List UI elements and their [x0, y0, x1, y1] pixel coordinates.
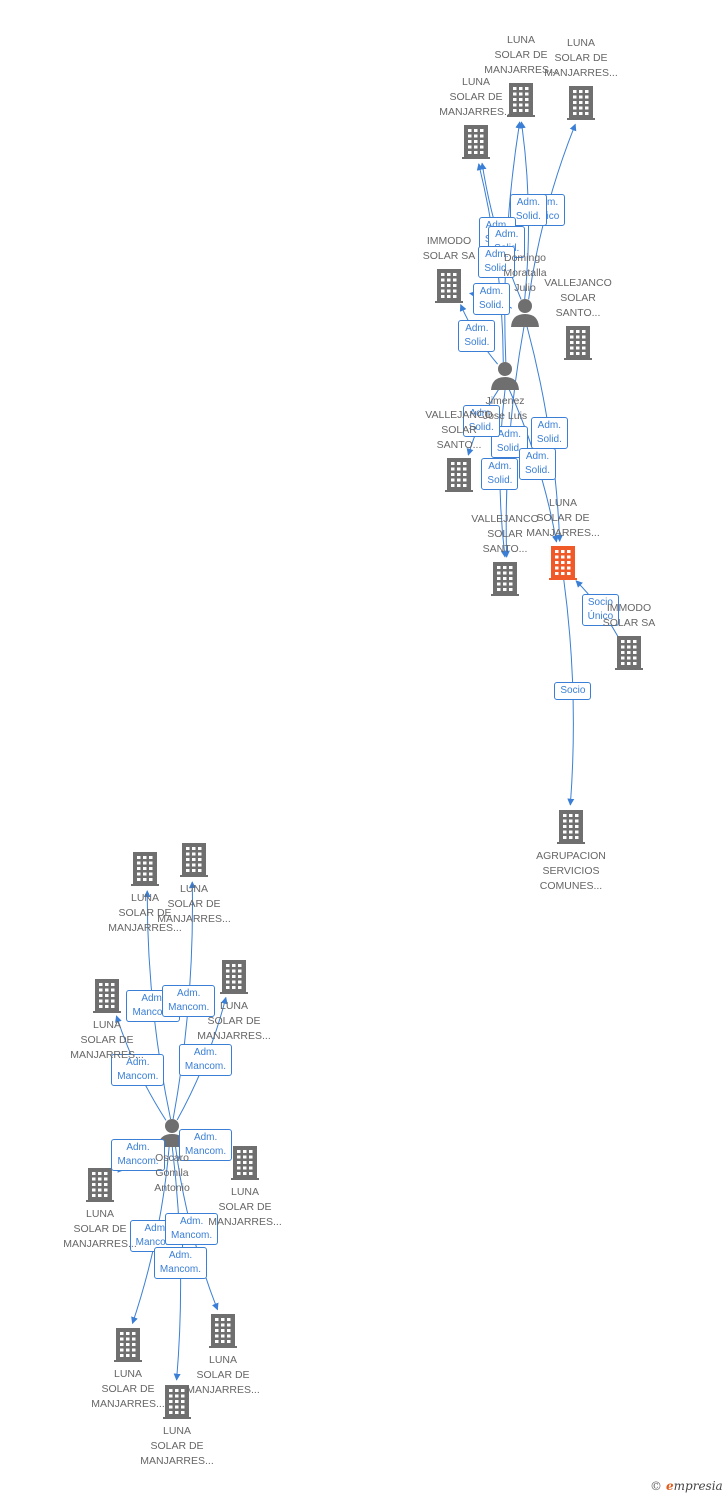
- footer-brand: © empresia: [650, 1479, 723, 1493]
- company-label[interactable]: LUNA SOLAR DE MANJARRES...: [63, 1208, 137, 1250]
- edge-label-p2-c8[interactable]: Adm. Solid.: [518, 448, 556, 481]
- building-icon[interactable]: [220, 960, 248, 994]
- company-label[interactable]: AGRUPACION SERVICIOS COMUNES...: [536, 850, 606, 892]
- edge-label-p2-c6[interactable]: Adm. Solid.: [462, 404, 500, 437]
- person-label[interactable]: Oscaro Gomila Antonio: [154, 1152, 190, 1194]
- building-icon[interactable]: [615, 636, 643, 670]
- building-icon[interactable]: [163, 1385, 191, 1419]
- company-label[interactable]: LUNA SOLAR DE MANJARRES...: [91, 1368, 165, 1410]
- company-label[interactable]: LUNA SOLAR DE MANJARRES...: [484, 34, 558, 76]
- building-icon[interactable]: [549, 546, 577, 580]
- edge-label-p2-c3[interactable]: Adm. Solid.: [478, 246, 516, 279]
- edge-label-p3-c12[interactable]: Adm. Mancom.: [162, 984, 216, 1017]
- company-label[interactable]: VALLEJANCO SOLAR SANTO...: [471, 513, 539, 555]
- edge-label-p3-c14[interactable]: Adm. Mancom.: [178, 1044, 233, 1077]
- edge-label-c8-c10[interactable]: Socio: [554, 681, 592, 700]
- edge-label-c9-c8[interactable]: Socio Único: [581, 593, 620, 626]
- building-icon[interactable]: [93, 979, 121, 1013]
- person-label[interactable]: Jimenez Jose Luis: [482, 395, 528, 422]
- edge-label-p3-c16[interactable]: Adm. Mancom.: [111, 1138, 165, 1171]
- building-icon[interactable]: [180, 843, 208, 877]
- company-label[interactable]: LUNA SOLAR DE MANJARRES...: [197, 1000, 271, 1042]
- building-icon[interactable]: [491, 562, 519, 596]
- edge-label-p3-c15[interactable]: Adm. Mancom.: [179, 1128, 233, 1161]
- building-icon[interactable]: [564, 326, 592, 360]
- person-icon[interactable]: [158, 1119, 186, 1147]
- company-label[interactable]: LUNA SOLAR DE MANJARRES...: [526, 497, 600, 539]
- building-icon[interactable]: [435, 269, 463, 303]
- company-label[interactable]: LUNA SOLAR DE MANJARRES...: [140, 1425, 214, 1467]
- edge-label-p2-c7[interactable]: Adm. Solid.: [481, 457, 519, 490]
- edge-label-p1-c2[interactable]: Adm. Solid.: [509, 194, 547, 227]
- building-icon[interactable]: [507, 83, 535, 117]
- company-label[interactable]: LUNA SOLAR DE MANJARRES...: [186, 1354, 260, 1396]
- person-icon[interactable]: [511, 299, 539, 327]
- copyright-symbol: ©: [650, 1479, 662, 1493]
- building-icon[interactable]: [86, 1168, 114, 1202]
- edge-label-p1-c4[interactable]: Adm. Solid.: [472, 282, 510, 315]
- company-label[interactable]: LUNA SOLAR DE MANJARRES...: [208, 1186, 282, 1228]
- building-icon[interactable]: [231, 1146, 259, 1180]
- edge-label-p2-c4[interactable]: Adm. Solid.: [458, 319, 496, 352]
- nodes-layer: [86, 83, 643, 1419]
- brand-name: mpresia: [673, 1479, 723, 1493]
- building-icon[interactable]: [557, 810, 585, 844]
- person-label[interactable]: Domingo Moratalla Julio: [503, 252, 547, 294]
- building-icon[interactable]: [445, 458, 473, 492]
- building-icon[interactable]: [209, 1314, 237, 1348]
- brand-initial: e: [666, 1479, 674, 1493]
- company-label[interactable]: LUNA SOLAR DE MANJARRES...: [108, 892, 182, 934]
- building-icon[interactable]: [567, 86, 595, 120]
- building-icon[interactable]: [114, 1328, 142, 1362]
- building-icon[interactable]: [131, 852, 159, 886]
- company-label[interactable]: IMMODO SOLAR SA: [422, 235, 476, 262]
- company-label[interactable]: LUNA SOLAR DE MANJARRES...: [544, 37, 618, 79]
- company-label[interactable]: IMMODO SOLAR SA: [602, 602, 656, 629]
- company-label[interactable]: LUNA SOLAR DE MANJARRES...: [157, 883, 231, 925]
- company-label[interactable]: VALLEJANCO SOLAR SANTO...: [425, 409, 493, 451]
- edge-label-p1-c8[interactable]: Adm. Solid.: [530, 417, 568, 450]
- edge-label-p3-c19[interactable]: Adm. Mancom.: [153, 1247, 208, 1280]
- company-label[interactable]: LUNA SOLAR DE MANJARRES...: [439, 76, 513, 118]
- person-icon[interactable]: [491, 362, 519, 390]
- building-icon[interactable]: [462, 125, 490, 159]
- company-label[interactable]: LUNA SOLAR DE MANJARRES...: [70, 1019, 144, 1061]
- company-label[interactable]: VALLEJANCO SOLAR SANTO...: [544, 277, 612, 319]
- edge-label-p3-c13[interactable]: Adm. Mancom.: [111, 1053, 165, 1086]
- edge-label-p3-c18[interactable]: Adm. Mancom.: [165, 1213, 219, 1246]
